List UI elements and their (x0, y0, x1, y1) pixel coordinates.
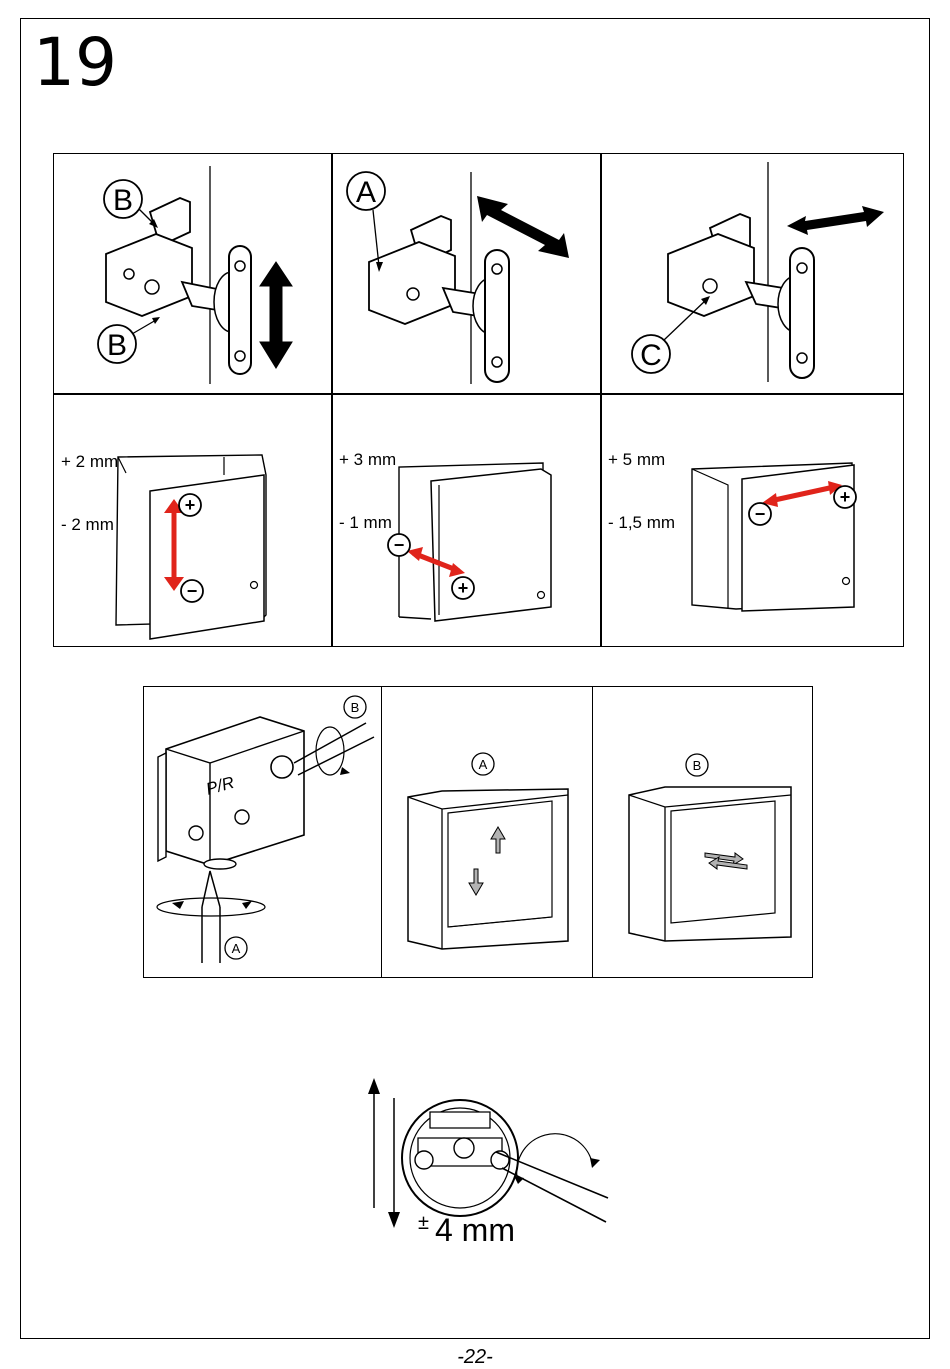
wall-bracket-detail (360, 1072, 620, 1232)
adjust-minus-1: - 2 mm (61, 515, 114, 534)
svg-text:−: − (187, 581, 198, 601)
callout-c: C (640, 339, 662, 372)
hinge-panel-depth: A (333, 154, 600, 393)
callout-b-top: B (113, 184, 133, 217)
svg-text:−: − (755, 504, 766, 524)
adjust-plus-3: + 5 mm (608, 450, 666, 469)
svg-text:−: − (394, 535, 405, 555)
hinge-adjustment-grid: B B A (53, 153, 904, 647)
frame-label-a: A (479, 757, 488, 772)
adjust-frame-a-panel: A (382, 687, 592, 979)
step-number: 19 (33, 24, 117, 101)
svg-text:+: + (458, 578, 469, 598)
page-number: -22- (457, 1346, 493, 1368)
adjust-frame-b-panel: B (593, 687, 814, 979)
adjust-plus-1: + 2 mm (61, 452, 119, 471)
screw-label-b: B (351, 700, 360, 715)
adjust-minus-2: - 1 mm (339, 513, 392, 532)
hanger-adjustment-grid: P/R B A A (143, 686, 813, 978)
door-panel-horizontal: + 5 mm - 1,5 mm − + (602, 395, 905, 648)
height-adjust-range: ±4 mm (418, 1212, 515, 1248)
svg-text:+: + (840, 487, 851, 507)
hanger-bracket-panel: P/R B A (144, 687, 381, 979)
door-panel-depth: + 3 mm - 1 mm − + (333, 395, 600, 648)
screw-label-a: A (232, 941, 241, 956)
adjust-plus-2: + 3 mm (339, 450, 397, 469)
hinge-panel-vertical: B B (54, 154, 331, 393)
svg-text:+: + (185, 495, 196, 515)
frame-label-b: B (693, 758, 702, 773)
page-frame (20, 18, 930, 1339)
door-panel-vertical: + 2 mm - 2 mm + − (54, 395, 331, 648)
adjust-minus-3: - 1,5 mm (608, 513, 676, 532)
hinge-panel-horizontal: C (602, 154, 905, 393)
callout-b-bottom: B (107, 329, 127, 362)
callout-a: A (356, 176, 376, 209)
